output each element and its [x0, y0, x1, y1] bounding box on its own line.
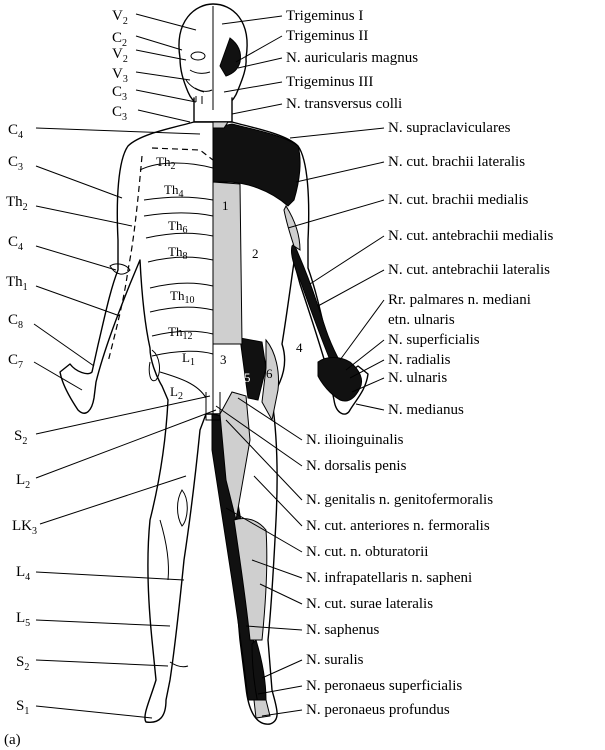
nerve-label-surae-lateralis: N. cut. surae lateralis — [306, 596, 433, 612]
region-number-2: 2 — [252, 246, 259, 261]
nerve-label-rr-palmares: Rr. palmares n. mediani — [388, 292, 531, 308]
region-number-5: 5 — [244, 370, 251, 385]
nerve-label-trigeminus-2: Trigeminus II — [286, 28, 368, 44]
nerve-label-radialis: N. radialis — [388, 352, 451, 368]
nerve-label-antebrachii-medialis: N. cut. antebrachii medialis — [388, 228, 554, 244]
left-label-c4b: C4 — [8, 234, 23, 253]
left-label-l4: L4 — [16, 564, 30, 583]
nerve-label-etn-ulnaris: etn. ulnaris — [388, 312, 455, 328]
nerve-label-saphenus: N. saphenus — [306, 622, 379, 638]
left-label-c3b: C3 — [112, 104, 127, 123]
panel-label: (a) — [4, 732, 21, 748]
left-label-th1: Th1 — [6, 274, 28, 293]
nerve-label-dorsalis-penis: N. dorsalis penis — [306, 458, 407, 474]
nerve-label-anteriores-fermoralis: N. cut. anteriores n. fermoralis — [306, 518, 490, 534]
nerve-label-infrapatellaris: N. infrapatellaris n. sapheni — [306, 570, 472, 586]
nerve-label-auricularis-magnus: N. auricularis magnus — [286, 50, 418, 66]
left-labels: V2 C2 V2 V3 C3 C3 C4 C3 Th2 C4 Th1 C8 C7… — [6, 8, 128, 717]
nerve-label-ulnaris: N. ulnaris — [388, 370, 447, 386]
left-label-l2: L2 — [16, 472, 30, 491]
left-label-lk3: LK3 — [12, 518, 37, 537]
nerve-label-trigeminus-1: Trigeminus I — [286, 8, 363, 24]
left-label-c3c: C3 — [8, 154, 23, 173]
left-label-s2: S2 — [14, 428, 27, 447]
nerve-label-supraclaviculares: N. supraclaviculares — [388, 120, 511, 136]
nerve-label-medianus: N. medianus — [388, 402, 464, 418]
nerve-label-obturatorii: N. cut. n. obturatorii — [306, 544, 428, 560]
nerve-label-genitalis: N. genitalis n. genitofermoralis — [306, 492, 493, 508]
nerve-label-brachii-medialis: N. cut. brachii medialis — [388, 192, 529, 208]
region-number-3: 3 — [220, 352, 227, 367]
left-label-s1: S1 — [16, 698, 29, 717]
left-label-v3: V3 — [112, 66, 128, 85]
left-label-c4: C4 — [8, 122, 23, 141]
left-label-th2: Th2 — [6, 194, 28, 213]
left-label-l5: L5 — [16, 610, 30, 629]
nerve-label-peronaeus-superficialis: N. peronaeus superficialis — [306, 678, 462, 694]
left-label-s2b: S2 — [16, 654, 29, 673]
nerve-label-transversus-colli: N. transversus colli — [286, 96, 402, 112]
nerve-label-superficialis: N. superficialis — [388, 332, 480, 348]
left-label-c3: C3 — [112, 84, 127, 103]
nerve-label-antebrachii-lateralis: N. cut. antebrachii lateralis — [388, 262, 550, 278]
left-label-v2: V2 — [112, 8, 128, 27]
nerve-label-trigeminus-3: Trigeminus III — [286, 74, 373, 90]
left-label-c7: C7 — [8, 352, 23, 371]
region-number-4: 4 — [296, 340, 303, 355]
nerve-label-peronaeus-profundus: N. peronaeus profundus — [306, 702, 450, 718]
left-label-c8: C8 — [8, 312, 23, 331]
region-number-1: 1 — [222, 198, 229, 213]
nerve-label-ilioinguinalis: N. ilioinguinalis — [306, 432, 404, 448]
nerve-label-brachii-lateralis: N. cut. brachii lateralis — [388, 154, 525, 170]
region-number-6: 6 — [266, 366, 273, 381]
nerve-label-suralis: N. suralis — [306, 652, 364, 668]
